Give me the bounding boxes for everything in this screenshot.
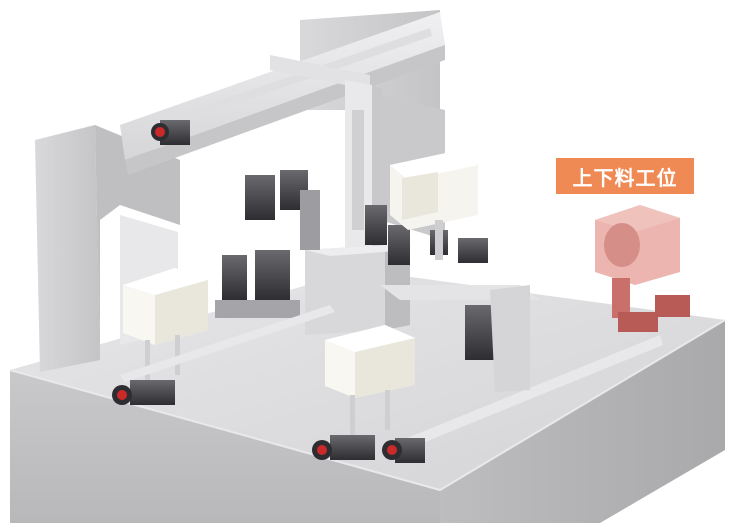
servo-motor-beam	[151, 120, 190, 145]
servo-motor-front-2	[382, 438, 425, 463]
rail-left	[120, 305, 335, 382]
rail-front	[390, 335, 663, 455]
rail-center-arm	[380, 285, 540, 392]
tray-holder-front	[325, 325, 415, 435]
servo-motor-front-1	[312, 435, 375, 460]
tray-holder-left	[123, 268, 208, 385]
loading-station-highlight	[595, 205, 690, 332]
tool-head-lower-left	[215, 250, 300, 318]
tray-holder-rear	[390, 150, 478, 260]
tool-head-center	[365, 205, 410, 265]
tool-head-left	[245, 170, 320, 250]
callout-label: 上下料工位	[572, 165, 678, 190]
servo-motor-left	[112, 380, 175, 405]
loading-station-callout: 上下料工位	[556, 158, 694, 194]
